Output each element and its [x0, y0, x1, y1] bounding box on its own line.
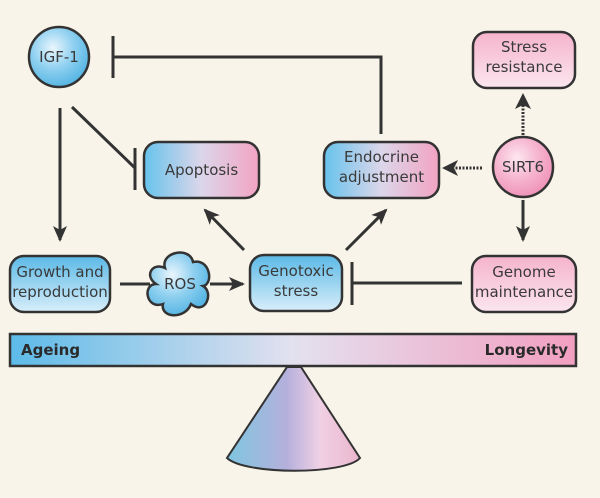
node-ros [146, 251, 211, 317]
node-genotoxic [248, 253, 344, 313]
label-longevity: Longevity [484, 341, 568, 359]
edge-igf1-inhibits-apoptosis [70, 105, 137, 170]
label-endocrine: Endocrine adjustment [324, 147, 439, 187]
label-genome: Genome maintenance [472, 262, 576, 302]
label-genotoxic-line2: stress [273, 282, 319, 300]
label-endocrine-line2: adjustment [338, 168, 425, 186]
label-genome-line1: Genome [492, 263, 556, 281]
label-stress-line1: Stress [500, 38, 548, 56]
edge-genotoxic-to-endocrine [344, 208, 388, 252]
label-stress-line2: resistance [485, 58, 563, 76]
label-ros: ROS [164, 275, 196, 293]
label-growth-line2: reproduction [12, 283, 108, 301]
edges [53, 36, 530, 305]
label-stress-resistance: Stress resistance [473, 37, 575, 77]
label-growth-line1: Growth and [16, 263, 104, 281]
label-genotoxic-line1: Genotoxic [258, 262, 334, 280]
arrowhead-sirt6-endocrine [442, 160, 458, 176]
label-ageing: Ageing [21, 341, 81, 359]
node-stress-resistance [471, 30, 577, 90]
label-genome-line2: maintenance [474, 283, 574, 301]
label-endocrine-line1: Endocrine [344, 148, 419, 166]
balance-fulcrum-cone [225, 366, 362, 472]
label-growth: Growth and reproduction [10, 262, 110, 302]
node-growth [8, 254, 112, 314]
node-apoptosis [142, 140, 261, 200]
node-endocrine [322, 140, 441, 200]
edge-endocrine-inhibits-igf1 [113, 55, 383, 134]
node-genome [470, 254, 578, 314]
label-genotoxic: Genotoxic stress [250, 261, 342, 301]
node-igf1 [27, 25, 91, 89]
node-sirt6 [491, 135, 555, 199]
label-igf1: IGF-1 [39, 48, 79, 66]
arrowhead-sirt6-stress [515, 93, 531, 109]
label-sirt6: SIRT6 [502, 158, 544, 176]
edge-genotoxic-to-apoptosis [203, 208, 246, 252]
label-apoptosis: Apoptosis [164, 161, 239, 179]
